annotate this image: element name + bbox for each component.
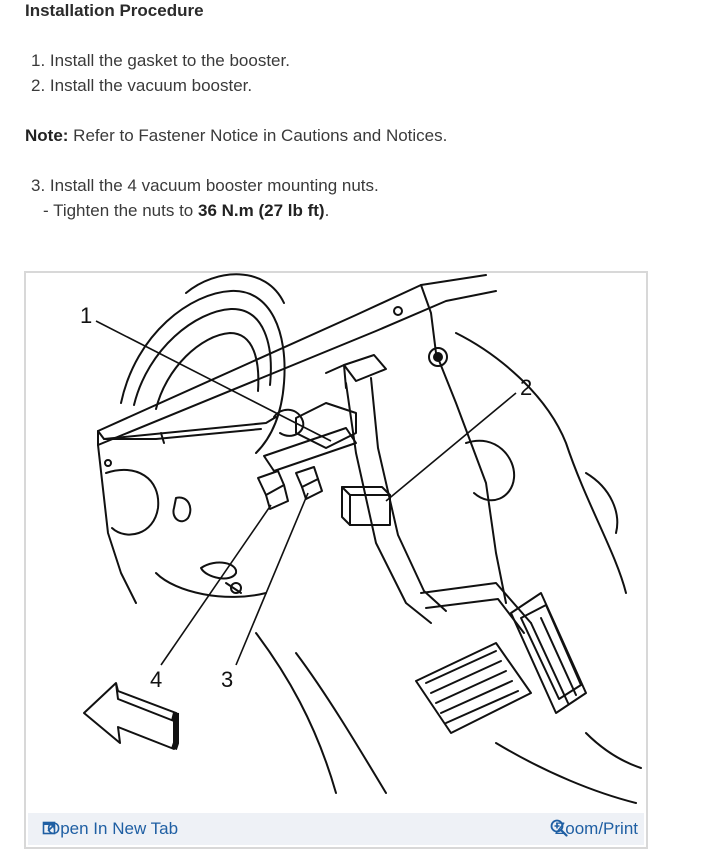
step-1: 1. Install the gasket to the booster. xyxy=(31,51,290,71)
step-2-text: 2. Install the vacuum booster. xyxy=(31,76,253,95)
leader-line-1 xyxy=(95,320,332,442)
zoom-print-link[interactable]: Zoom/Print xyxy=(550,819,638,839)
substep-suffix: . xyxy=(324,201,330,220)
open-in-new-tab-label: Open In New Tab xyxy=(47,819,179,838)
leader-line-3 xyxy=(235,492,309,666)
open-in-new-tab-link[interactable]: Open In New Tab xyxy=(42,819,178,839)
callout-1: 1 xyxy=(80,303,92,328)
step-2: 2. Install the vacuum booster. xyxy=(31,76,252,96)
callout-2: 2 xyxy=(520,375,532,400)
step-3-text: 3. Install the 4 vacuum booster mounting… xyxy=(31,176,379,195)
step-3-substep: - Tighten the nuts to 36 N.m (27 lb ft). xyxy=(43,201,329,221)
figure-footer: Open In New Tab Zoom/Print xyxy=(28,813,644,845)
step-3: 3. Install the 4 vacuum booster mounting… xyxy=(31,176,379,196)
figure-container: 1 2 3 4 Open In New Tab xyxy=(24,271,648,849)
leader-line-4 xyxy=(160,504,272,666)
forward-arrow-icon xyxy=(83,682,179,750)
note-label: Note: xyxy=(25,126,69,145)
leader-line-2 xyxy=(385,392,517,502)
installation-heading: Installation Procedure xyxy=(25,1,204,20)
note: Note: Refer to Fastener Notice in Cautio… xyxy=(25,126,447,146)
callout-4: 4 xyxy=(150,667,162,692)
vacuum-booster-diagram: 1 2 3 4 xyxy=(80,273,642,804)
torque-value: 36 N.m (27 lb ft) xyxy=(197,201,325,220)
step-1-text: 1. Install the gasket to the booster. xyxy=(31,51,290,70)
zoom-print-label: Zoom/Print xyxy=(554,819,638,838)
callout-3: 3 xyxy=(221,667,233,692)
substep-prefix: - Tighten the nuts to xyxy=(43,201,198,220)
note-text: Refer to Fastener Notice in Cautions and… xyxy=(68,126,448,145)
